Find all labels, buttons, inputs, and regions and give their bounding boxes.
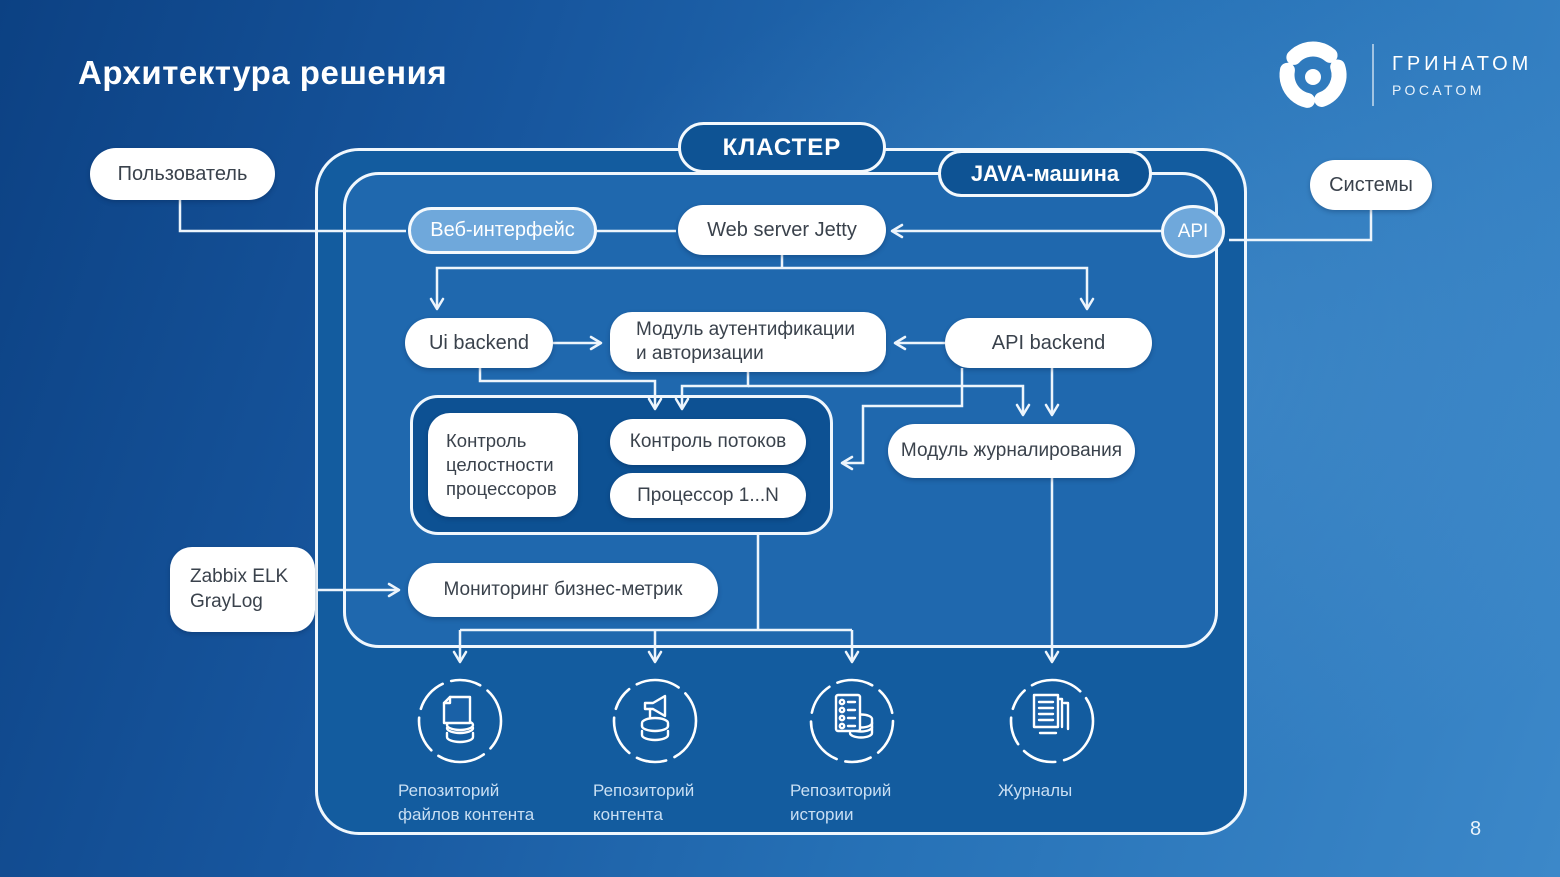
repo-history: Репозиторий истории — [772, 673, 932, 827]
integrity-line3: процессоров — [446, 477, 557, 499]
node-systems: Системы — [1310, 160, 1432, 210]
repo-label: Репозиторий контента — [593, 781, 695, 824]
wire-ui-backend-to-flow-control — [478, 368, 663, 411]
wire-systems-to-api — [1229, 210, 1373, 242]
wire-jetty-to-api-backend — [782, 266, 1095, 311]
page-title: Архитектура решения — [78, 54, 448, 91]
node-processor: Процессор 1...N — [610, 473, 806, 518]
java-machine-label: JAVA-машина — [938, 150, 1152, 197]
wire-jetty-to-ui-backend — [429, 266, 782, 311]
node-integrity-control: Контроль целостности процессоров — [428, 413, 578, 517]
integrity-line2: целостности — [446, 454, 554, 476]
page-number: 8 — [1470, 818, 1482, 840]
logo-subbrand: РОСАТОМ — [1392, 81, 1485, 98]
node-user: Пользователь — [90, 148, 275, 200]
repo-label: Репозиторий истории — [790, 781, 892, 824]
content-repository-icon — [612, 678, 698, 764]
node-flow-control: Контроль потоков — [610, 419, 806, 465]
node-web-server-jetty: Web server Jetty — [678, 205, 886, 255]
zabbix-line2: GrayLog — [190, 590, 263, 612]
logo-brand: ГРИНАТОМ — [1392, 52, 1533, 75]
content-files-repository-icon — [417, 678, 503, 764]
repo-label: Репозиторий файлов контента — [398, 781, 535, 824]
cluster-label: КЛАСТЕР — [678, 122, 886, 173]
node-api: API — [1161, 205, 1225, 258]
history-repository-icon — [809, 678, 895, 764]
node-journaling-module: Модуль журналирования — [888, 424, 1135, 478]
repo-label: Журналы — [998, 781, 1073, 800]
rosatom-atom-icon — [1279, 41, 1347, 109]
node-web-interface: Веб-интерфейс — [408, 207, 597, 254]
wire-auth-to-journaling — [748, 384, 1031, 417]
logo-divider — [1372, 44, 1374, 106]
repo-content-files: Репозиторий файлов контента — [380, 673, 540, 827]
integrity-line1: Контроль — [446, 430, 527, 452]
wire-auth-to-flow-control — [674, 372, 750, 411]
auth-module-line1: Модуль аутентификации — [636, 318, 855, 340]
node-auth-module: Модуль аутентификации и авторизации — [610, 312, 886, 372]
repo-journals: Журналы — [972, 673, 1132, 803]
zabbix-line1: Zabbix ELK — [190, 566, 289, 588]
auth-module-line2: и авторизации — [636, 343, 764, 364]
node-api-backend: API backend — [945, 318, 1152, 368]
wire-user-to-web-interface — [178, 200, 406, 233]
node-monitoring: Мониторинг бизнес-метрик — [408, 563, 718, 617]
repo-content: Репозиторий контента — [575, 673, 735, 827]
node-zabbix: Zabbix ELK GrayLog — [170, 547, 315, 632]
grinatom-logo: ГРИНАТОМ РОСАТОМ — [1268, 30, 1532, 120]
journals-icon — [1009, 678, 1095, 764]
node-ui-backend: Ui backend — [405, 318, 553, 368]
wire-api-backend-to-processors — [840, 368, 964, 471]
